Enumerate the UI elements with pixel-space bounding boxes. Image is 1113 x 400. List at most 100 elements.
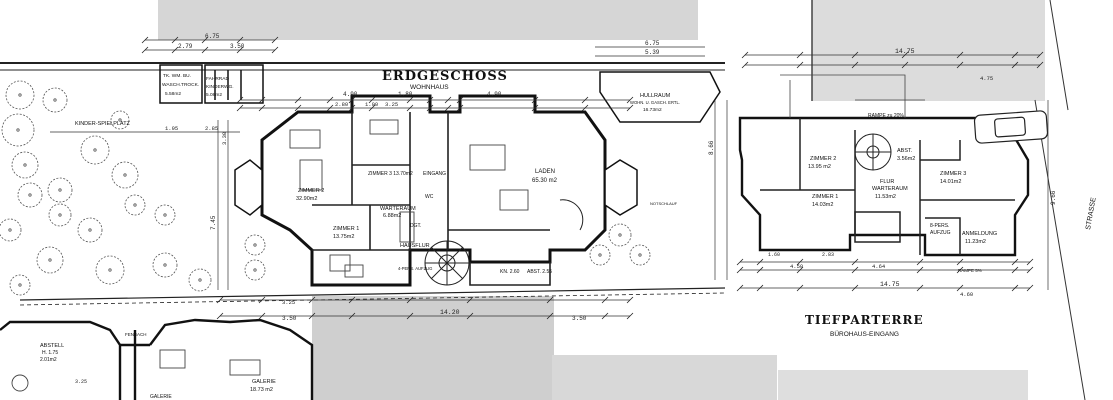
tree-symbol	[36, 246, 64, 274]
dimension-tick	[444, 104, 452, 112]
dimension-tick	[216, 312, 224, 320]
tree-symbol	[589, 244, 611, 266]
parked-car	[973, 110, 1049, 144]
tree-trunk	[133, 203, 137, 207]
dim-1420: 14.20	[440, 309, 460, 316]
dimension-tick	[1011, 284, 1019, 292]
label-galerie: GALERIE	[252, 379, 276, 385]
dimension-tick	[368, 104, 376, 112]
label-hullraum: HULLRAUM	[640, 93, 671, 99]
dim-325c: 3.25	[75, 379, 87, 385]
dimension-tick	[406, 96, 414, 104]
dim-539: 5.39	[645, 49, 660, 56]
tree-symbol	[111, 161, 139, 189]
tree-trunk	[16, 128, 20, 132]
label-warteraum: WARTERAUM	[380, 206, 416, 212]
dimension-tick	[258, 96, 266, 104]
label-galerie-area: 18.73 m2	[250, 387, 273, 393]
tree-trunk	[18, 93, 22, 97]
tree-symbol	[77, 217, 103, 243]
dim-195: 1.95	[165, 125, 178, 132]
tree-trunk	[28, 193, 32, 197]
dimension-tick	[901, 51, 909, 59]
label-abstell: ABSTELL	[40, 343, 64, 349]
dim-100: 1.00	[365, 101, 378, 108]
ramp-lines	[780, 74, 925, 118]
dimension-tick	[444, 96, 452, 104]
dimension-tick	[851, 61, 859, 69]
dim-675b: 6.75	[645, 40, 660, 47]
label-tief-warteraum-area: 11.53m2	[875, 194, 896, 200]
dim-350d: 3.50	[572, 315, 587, 322]
label-fenbach: FENBACH	[125, 332, 147, 337]
label-tief-zimmer1: ZIMMER 1	[812, 194, 838, 200]
tree-symbol	[608, 223, 632, 247]
dim-325a: 3.25	[385, 101, 398, 108]
label-wc: WC	[425, 194, 434, 200]
label-tief-pers: 8-PERS.	[930, 223, 949, 229]
tree-symbol	[124, 194, 146, 216]
tree-symbol	[95, 255, 125, 285]
label-notschlauf: NOTSCHLAUF	[650, 201, 678, 206]
dimension-tick	[741, 61, 749, 69]
dimension-tick	[1011, 51, 1019, 59]
label-hullraum-area: 16.73m2	[643, 107, 662, 113]
label-zimmer2: ZIMMER 2	[298, 188, 324, 194]
label-tief-rampe: RAMPE zu 20%	[868, 113, 904, 119]
dimension-tick	[348, 312, 356, 320]
label-tief-zimmer3: ZIMMER 3	[940, 171, 966, 177]
tree-trunk	[118, 118, 122, 122]
tree-symbol	[42, 87, 68, 113]
dimension-tick	[466, 296, 474, 304]
dimension-tick	[626, 104, 634, 112]
tree-trunk	[123, 173, 127, 177]
tree-trunk	[93, 148, 97, 152]
tree-trunk	[58, 213, 62, 217]
dimension-tick	[201, 46, 209, 54]
dimension-tick	[348, 104, 356, 112]
dim-180: 1.80	[398, 91, 413, 98]
dim-745: 7.45	[210, 215, 217, 230]
staircase-tief	[854, 133, 892, 171]
label-laden: LADEN	[535, 169, 555, 175]
dimension-tick	[796, 284, 804, 292]
dimension-lines	[50, 39, 1049, 317]
dimension-tick	[258, 104, 266, 112]
label-tief-zimmer3-area: 14.01m2	[940, 179, 961, 185]
dimension-tick	[271, 46, 279, 54]
dimension-tick	[141, 46, 149, 54]
label-zimmer2-area: 32.90m2	[296, 196, 317, 202]
label-abst: ABST. 2.55	[527, 269, 552, 275]
label-pers: 4-PERS. AUFZUG	[398, 266, 432, 271]
label-abstell-h: H. 1.75	[42, 350, 58, 356]
tree-trunk	[58, 188, 62, 192]
lower-left-furniture	[11, 349, 261, 392]
dimension-tick	[236, 36, 244, 44]
dimension-tick	[956, 266, 964, 274]
tree-trunk	[163, 213, 167, 217]
dimension-tick	[1011, 266, 1019, 274]
dimension-tick	[736, 266, 744, 274]
staircase-ground	[424, 199, 584, 286]
tree-symbol	[17, 182, 43, 208]
label-galerie2: GALERIE	[150, 394, 172, 400]
label-strasse: STRASSE	[1085, 197, 1098, 231]
dim-330: 3.30	[221, 132, 228, 145]
tree-trunk	[253, 243, 257, 247]
dimension-tick	[236, 46, 244, 54]
dimension-ticks	[141, 36, 1044, 320]
tree-trunk	[48, 258, 52, 262]
label-hausflur: HAUSFLUR	[400, 243, 430, 249]
tree-symbol	[80, 135, 110, 165]
dimension-tick	[626, 312, 634, 320]
dimension-tick	[736, 284, 744, 292]
dim-350c: 3.50	[282, 315, 297, 322]
dim-160: 1.60	[768, 252, 780, 258]
dimension-tick	[271, 36, 279, 44]
dimension-tick	[956, 284, 964, 292]
dimension-tick	[1036, 61, 1044, 69]
dimension-tick	[201, 36, 209, 44]
tree-symbol	[48, 203, 72, 227]
dimension-tick	[851, 266, 859, 274]
